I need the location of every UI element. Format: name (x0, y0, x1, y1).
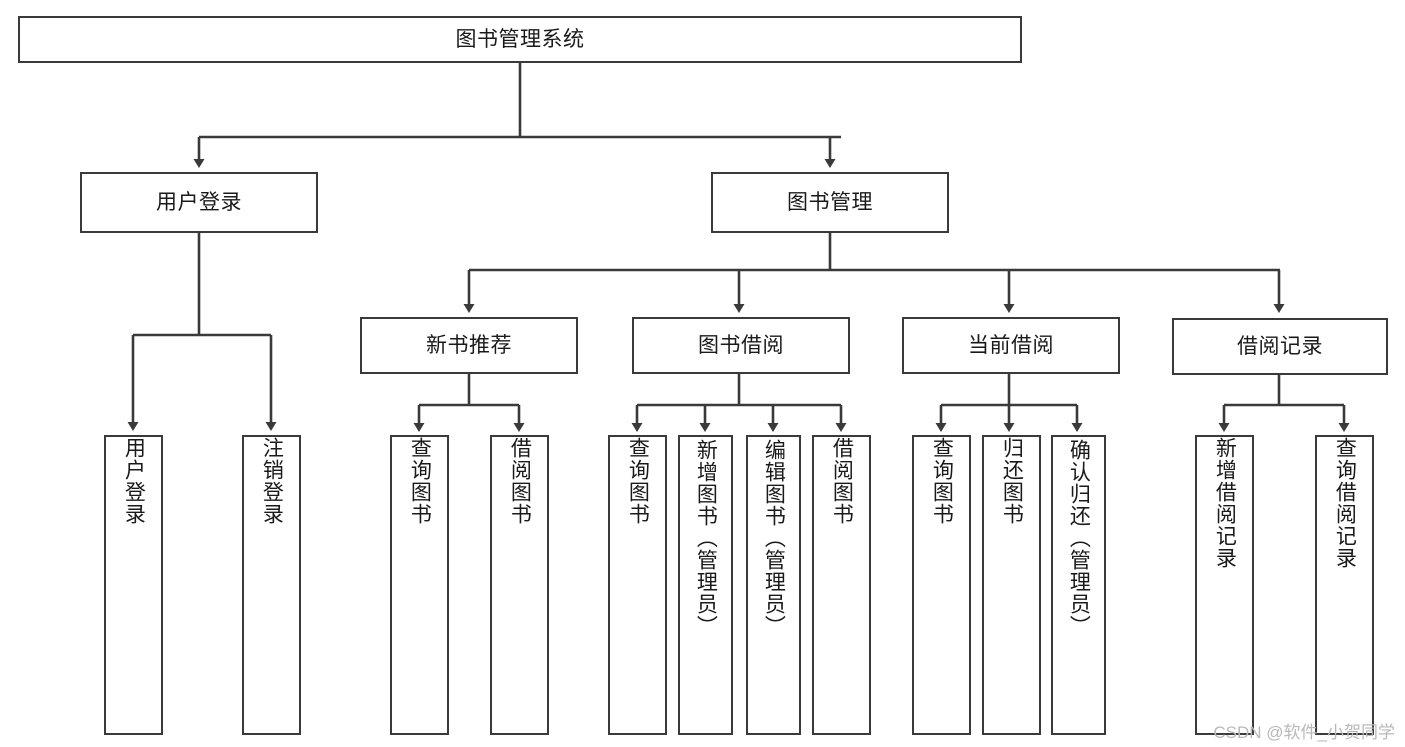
leaf-query-book-3-label: 查询图书 (930, 437, 954, 525)
leaf-query-book-2[interactable]: 查询图书 (608, 435, 667, 735)
leaf-user-login-label: 用户登录 (122, 437, 146, 525)
leaf-add-book-label: 新增图书（管理员） (694, 439, 718, 637)
leaf-add-book[interactable]: 新增图书（管理员） (678, 435, 733, 735)
leaf-logout-login[interactable]: 注销登录 (242, 435, 301, 735)
leaf-query-record-label: 查询借阅记录 (1333, 437, 1357, 569)
node-user-login[interactable]: 用户登录 (80, 172, 318, 233)
leaf-return-book[interactable]: 归还图书 (982, 435, 1041, 735)
leaf-confirm-return[interactable]: 确认归还（管理员） (1051, 435, 1106, 735)
leaf-user-login[interactable]: 用户登录 (104, 435, 163, 735)
leaf-borrow-book-2-label: 借阅图书 (830, 437, 854, 525)
leaf-add-record-label: 新增借阅记录 (1213, 437, 1237, 569)
leaf-edit-book-label: 编辑图书（管理员） (762, 439, 786, 637)
node-root-label: 图书管理系统 (455, 27, 585, 51)
node-borrow-record[interactable]: 借阅记录 (1172, 318, 1388, 375)
leaf-edit-book[interactable]: 编辑图书（管理员） (746, 435, 801, 735)
leaf-borrow-book-1[interactable]: 借阅图书 (490, 435, 549, 735)
leaf-query-book-1[interactable]: 查询图书 (390, 435, 449, 735)
node-root[interactable]: 图书管理系统 (18, 16, 1022, 63)
leaf-return-book-label: 归还图书 (1000, 437, 1024, 525)
leaf-query-book-3[interactable]: 查询图书 (912, 435, 971, 735)
leaf-query-record[interactable]: 查询借阅记录 (1315, 435, 1374, 735)
node-book-borrow[interactable]: 图书借阅 (632, 317, 850, 374)
leaf-borrow-book-2[interactable]: 借阅图书 (812, 435, 871, 735)
leaf-add-record[interactable]: 新增借阅记录 (1195, 435, 1254, 735)
node-book-borrow-label: 图书借阅 (698, 333, 784, 357)
node-new-book-recommend[interactable]: 新书推荐 (360, 317, 578, 374)
leaf-query-book-1-label: 查询图书 (408, 437, 432, 525)
node-book-management-label: 图书管理 (787, 190, 873, 214)
node-book-management[interactable]: 图书管理 (711, 172, 949, 233)
node-new-book-recommend-label: 新书推荐 (426, 333, 512, 357)
leaf-query-book-2-label: 查询图书 (626, 437, 650, 525)
leaf-borrow-book-1-label: 借阅图书 (508, 437, 532, 525)
node-current-borrow[interactable]: 当前借阅 (902, 317, 1120, 374)
watermark-text: CSDN @软件_小贺同学 (1213, 723, 1395, 742)
node-user-login-label: 用户登录 (156, 190, 242, 214)
node-borrow-record-label: 借阅记录 (1237, 334, 1323, 358)
node-current-borrow-label: 当前借阅 (968, 333, 1054, 357)
leaf-confirm-return-label: 确认归还（管理员） (1067, 439, 1091, 637)
leaf-logout-login-label: 注销登录 (260, 437, 284, 525)
